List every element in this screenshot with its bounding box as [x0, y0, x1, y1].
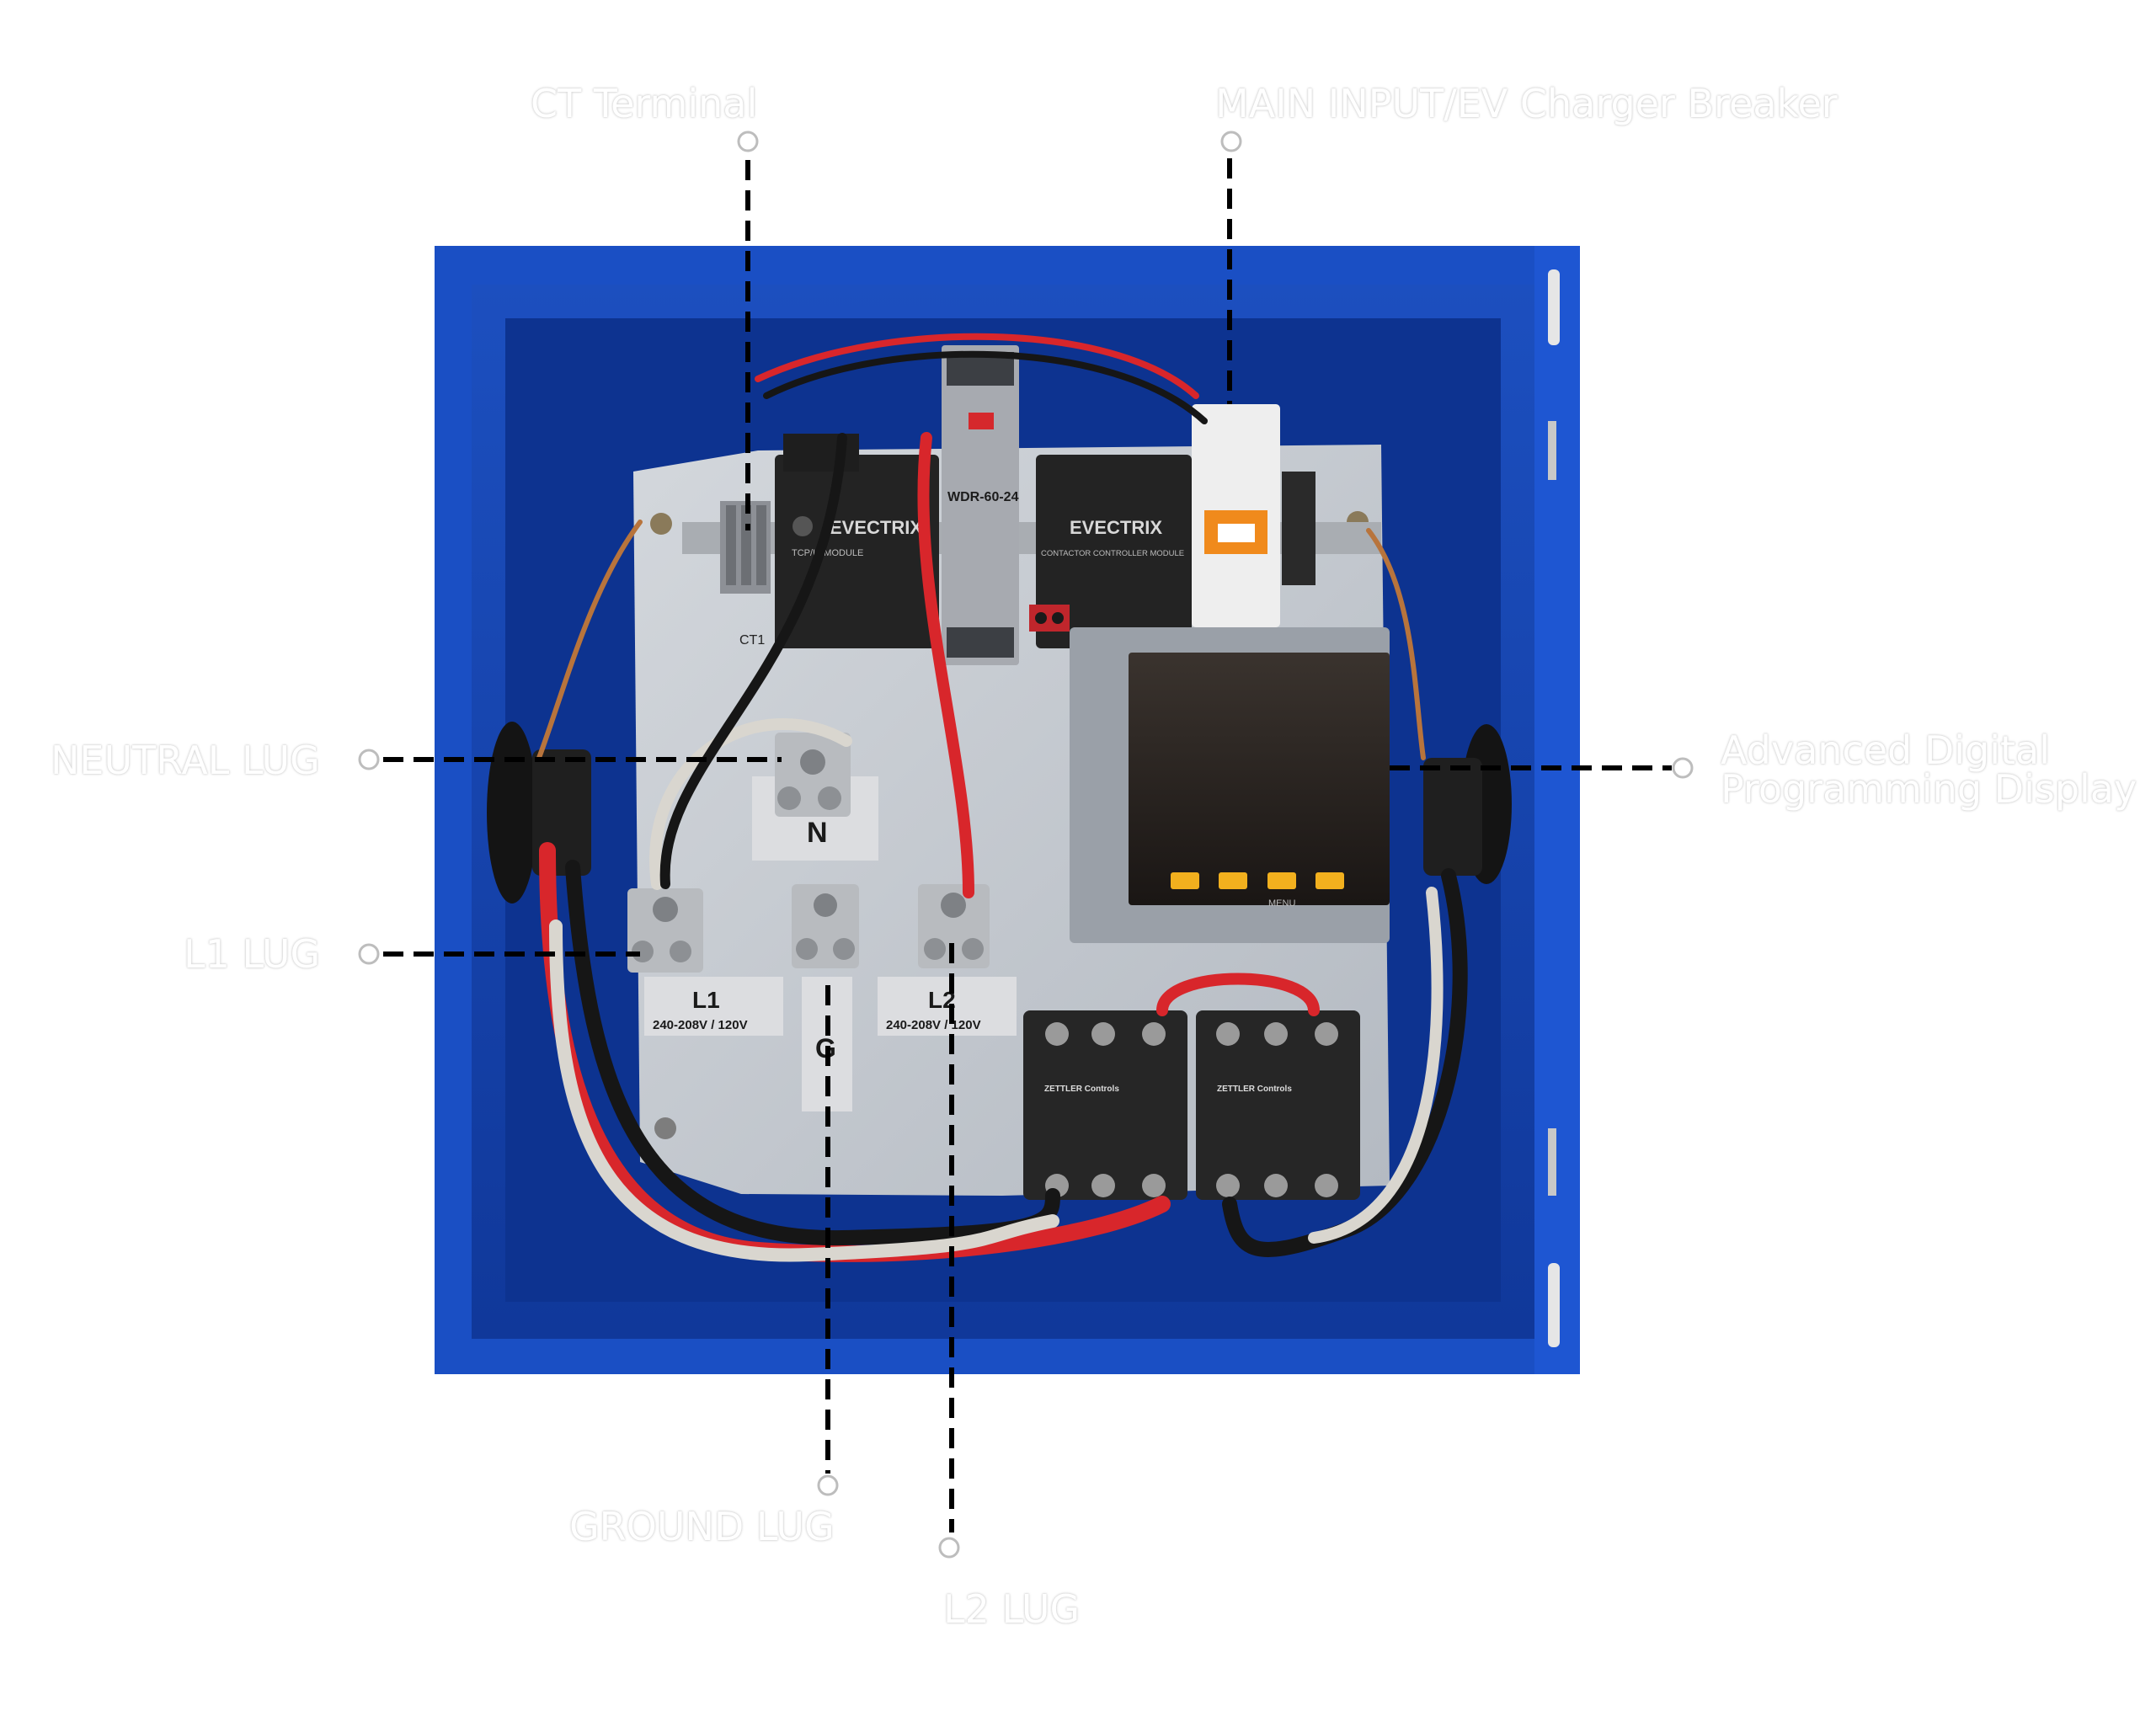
- ground-strap-right: [1366, 528, 1426, 760]
- l2-lug-label: L2 LUG: [943, 1586, 1081, 1632]
- controller-module-caption: CONTACTOR CONTROLLER MODULE: [1041, 549, 1184, 558]
- contactor-brand-left: ZETTLER Controls: [1044, 1085, 1119, 1094]
- dot-neutral-lug: [358, 749, 380, 770]
- display-button-3[interactable]: [1267, 872, 1296, 889]
- wire-white: [549, 919, 1059, 1262]
- backplate-screw: [650, 513, 672, 535]
- dot-l2-lug: [938, 1537, 960, 1559]
- l1-lug-label: L1 LUG: [184, 931, 321, 977]
- display-label: Advanced Digital Programming Display: [1721, 731, 2137, 808]
- l1-lug: L1 240-208V / 120V: [627, 888, 783, 1036]
- l1-plate-label: L1: [692, 987, 720, 1013]
- right-connector: [1423, 758, 1482, 876]
- brand-label-left: EVECTRIX: [830, 517, 922, 538]
- wire-black-top: [763, 350, 1208, 424]
- dot-display: [1672, 757, 1694, 779]
- enclosure-hinge-side: [1534, 246, 1580, 1374]
- dot-main-input: [1220, 131, 1242, 152]
- hinge-pin-bottom: [1548, 1263, 1560, 1347]
- ground-strap-left: [536, 520, 643, 760]
- display-label-line1: Advanced Digital: [1721, 728, 2051, 773]
- neutral-lug: N: [752, 733, 878, 861]
- tcp-module-caption: TCP/IP MODULE: [792, 548, 863, 558]
- wire-red-l2: [917, 432, 974, 898]
- wire-red-top: [755, 333, 1199, 399]
- contactor-right: ZETTLER Controls: [1196, 1010, 1360, 1200]
- l2-lug: L2 240-208V / 120V: [878, 884, 1017, 1036]
- wire-white-right: [1308, 887, 1444, 1244]
- callout-leaders: [383, 158, 1672, 1532]
- ct-channel-label: CT1: [739, 633, 765, 648]
- ground-lug-label: GROUND LUG: [569, 1504, 835, 1549]
- power-supply-model: WDR-60-24: [947, 490, 1019, 504]
- brand-label-right: EVECTRIX: [1070, 517, 1162, 538]
- wire-black-ct: [659, 433, 847, 889]
- main-breaker: [1192, 404, 1315, 627]
- display-menu-label: MENU: [1268, 898, 1295, 909]
- display-label-line2: Programming Display: [1721, 766, 2137, 812]
- wiring: [536, 333, 1468, 1262]
- contactor-left: ZETTLER Controls: [1023, 1010, 1187, 1200]
- digital-display: MENU: [1070, 627, 1390, 943]
- l1-voltage-label: 240-208V / 120V: [653, 1018, 748, 1032]
- dot-ground-lug: [817, 1474, 839, 1496]
- dot-ct-terminal: [737, 131, 759, 152]
- hinge-leaf-1: [1548, 421, 1556, 480]
- dot-l1-lug: [358, 943, 380, 965]
- contactor-brand-right: ZETTLER Controls: [1217, 1085, 1292, 1094]
- ct-terminal-label: CT Terminal: [531, 81, 758, 126]
- main-input-label: MAIN INPUT/EV Charger Breaker: [1215, 81, 1838, 126]
- display-button-1[interactable]: [1171, 872, 1199, 889]
- callout-dots: [358, 131, 1694, 1559]
- tcp-ip-module: EVECTRIX TCP/IP MODULE: [775, 434, 939, 648]
- l2-voltage-label: 240-208V / 120V: [886, 1018, 981, 1032]
- display-screen: [1129, 653, 1390, 905]
- ct-terminal-block: [720, 501, 771, 594]
- hinge-leaf-2: [1548, 1128, 1556, 1196]
- display-button-4[interactable]: [1315, 872, 1344, 889]
- neutral-plate-label: N: [807, 817, 828, 849]
- contactor-controller-module: EVECTRIX CONTACTOR CONTROLLER MODULE: [1029, 455, 1192, 648]
- left-grommet: [487, 722, 537, 903]
- hinge-pin-top: [1548, 269, 1560, 345]
- power-supply: WDR-60-24: [942, 345, 1019, 665]
- neutral-lug-label: NEUTRAL LUG: [51, 738, 320, 783]
- wire-red-contactor: [1156, 973, 1320, 1016]
- backplate-screw: [654, 1117, 676, 1139]
- display-button-2[interactable]: [1219, 872, 1247, 889]
